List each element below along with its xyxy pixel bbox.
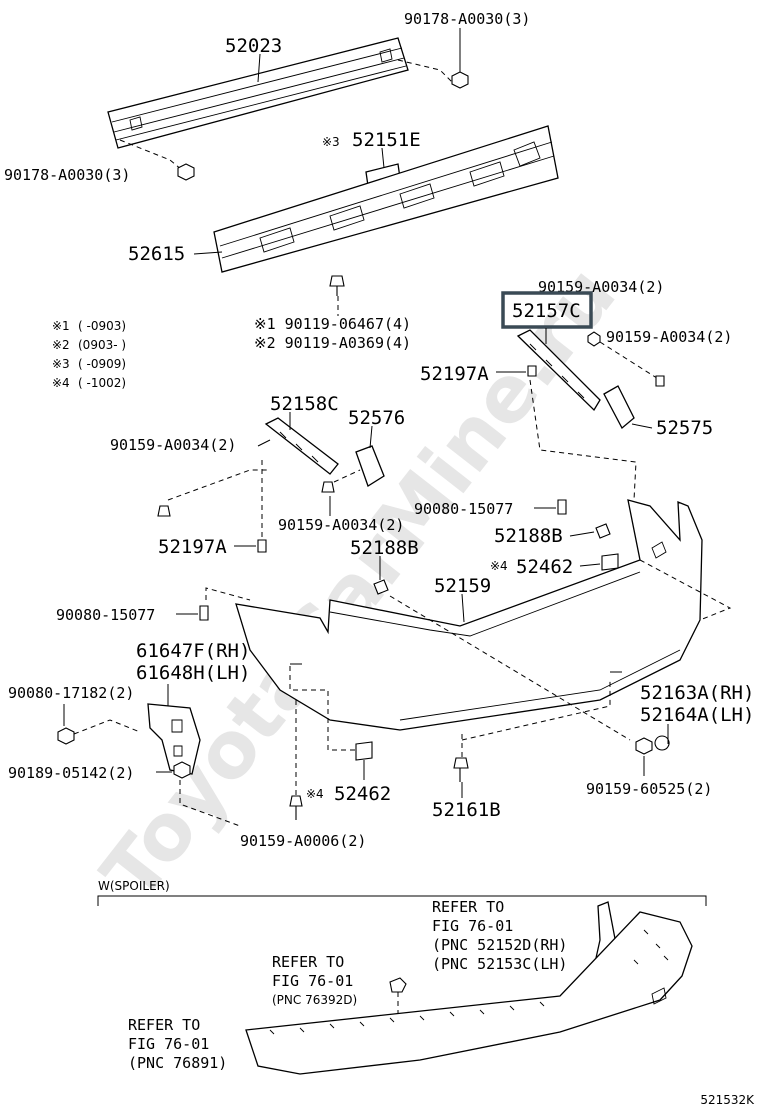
label-52188b-l: 52188B <box>350 537 419 559</box>
fastener-90159-a0006 <box>289 795 303 820</box>
label-52158c: 52158C <box>270 393 339 415</box>
part-52023-reinforcement[interactable] <box>107 37 453 171</box>
spoiler-ref1-line2: FIG 76-01 <box>432 917 513 935</box>
clip-90119 <box>329 275 345 296</box>
part-52163a-cap[interactable] <box>654 735 670 751</box>
spoiler-ref1-line4: (PNC 52153C(LH) <box>432 955 567 973</box>
part-61647f-bracket[interactable] <box>147 703 201 775</box>
spoiler-ref3-line1: REFER TO <box>128 1016 200 1034</box>
fastener-90178-top <box>451 71 469 89</box>
spoiler-part[interactable] <box>245 911 693 1075</box>
label-52462-l-mark: ※4 <box>306 787 324 801</box>
part-52158c-retainer[interactable] <box>264 417 339 475</box>
spoiler-ref2-line3: (PNC 76392D) <box>272 993 357 1007</box>
label-52157c: 52157C <box>512 300 581 322</box>
label-90080-r: 90080-15077 <box>414 500 513 518</box>
label-52023: 52023 <box>225 35 282 57</box>
fastener-90189 <box>173 761 191 779</box>
label-90189: 90189-05142(2) <box>8 764 134 782</box>
fastener-90159-60525 <box>635 737 653 755</box>
fastener-90159-m <box>321 481 335 493</box>
label-90119-2: ※2 90119-A0369(4) <box>254 334 411 352</box>
label-52164a: 52164A(LH) <box>640 704 754 726</box>
label-52615: 52615 <box>128 243 185 265</box>
label-90178-top: 90178-A0030(3) <box>404 10 530 28</box>
clip-52197a-l <box>257 539 267 553</box>
fastener-90080-r <box>557 499 567 515</box>
note-2-text: (0903- ) <box>78 338 126 352</box>
spoiler-ref2-line2: FIG 76-01 <box>272 972 353 990</box>
clip-52161b <box>453 757 469 782</box>
part-52157c-retainer[interactable] <box>516 329 601 412</box>
label-52161b: 52161B <box>432 799 501 821</box>
label-90080-l: 90080-15077 <box>56 606 155 624</box>
label-52151e-mark: ※3 <box>322 135 340 149</box>
clip-52188b-l <box>373 579 389 595</box>
note-3-text: ( -0909) <box>78 357 126 371</box>
spoiler-title: W(SPOILER) <box>98 879 170 893</box>
label-90159-l: 90159-A0034(2) <box>110 436 236 454</box>
part-52159-bumper-cover[interactable] <box>235 499 703 731</box>
note-2-mark: ※2 <box>52 338 70 352</box>
label-52197a-l: 52197A <box>158 536 227 558</box>
fastener-90178-left <box>177 163 195 181</box>
pad-52462-l <box>355 741 373 761</box>
label-61647f: 61647F(RH) <box>136 640 250 662</box>
label-90159-m: 90159-A0034(2) <box>278 516 404 534</box>
label-90159-a0006: 90159-A0006(2) <box>240 832 366 850</box>
label-52188b-r: 52188B <box>494 525 563 547</box>
diagram-id: 521532K <box>700 1093 755 1107</box>
label-52462-r-mark: ※4 <box>490 559 508 573</box>
fastener-90159-l <box>157 505 171 517</box>
fastener-90080-l <box>199 605 209 621</box>
label-90080-17182: 90080-17182(2) <box>8 684 134 702</box>
label-52576: 52576 <box>348 407 405 429</box>
label-52462-r: 52462 <box>516 556 573 578</box>
notes-legend: ※1 ( -0903) ※2 (0903- ) ※3 ( -0909) ※4 (… <box>52 319 126 390</box>
label-52163a: 52163A(RH) <box>640 682 754 704</box>
label-52159: 52159 <box>434 575 491 597</box>
label-61648h: 61648H(LH) <box>136 662 250 684</box>
note-3-mark: ※3 <box>52 357 70 371</box>
label-52575: 52575 <box>656 417 713 439</box>
spoiler-ref3-line2: FIG 76-01 <box>128 1035 209 1053</box>
label-90159-r: 90159-A0034(2) <box>606 328 732 346</box>
label-52151e: 52151E <box>352 129 421 151</box>
clip-52188b-r <box>595 523 611 539</box>
highlight-box-52157c <box>501 291 593 329</box>
clip-52197a-r <box>527 365 537 377</box>
spoiler-ref2-line1: REFER TO <box>272 953 344 971</box>
spoiler-ref1-line3: (PNC 52152D(RH) <box>432 936 567 954</box>
spoiler-ref3-line3: (PNC 76891) <box>128 1054 227 1072</box>
part-52575-bracket[interactable] <box>603 375 665 430</box>
part-52615-absorber[interactable] <box>213 125 559 273</box>
pad-52462-r <box>601 553 619 571</box>
label-90178-left: 90178-A0030(3) <box>4 166 130 184</box>
label-52462-l: 52462 <box>334 783 391 805</box>
fastener-90080-17182 <box>57 727 75 745</box>
spoiler-ref1-line1: REFER TO <box>432 898 504 916</box>
note-4-mark: ※4 <box>52 376 70 390</box>
label-90159-60525: 90159-60525(2) <box>586 780 712 798</box>
label-90119-1: ※1 90119-06467(4) <box>254 315 411 333</box>
note-1-mark: ※1 <box>52 319 70 333</box>
spoiler-clip <box>389 977 407 993</box>
note-4-text: ( -1002) <box>78 376 126 390</box>
part-52576-bracket[interactable] <box>355 445 385 487</box>
spoiler-section: W(SPOILER) REFER TO FIG 76-01 (PNC 52152… <box>97 879 707 1075</box>
note-1-text: ( -0903) <box>78 319 126 333</box>
label-52197a-r: 52197A <box>420 363 489 385</box>
